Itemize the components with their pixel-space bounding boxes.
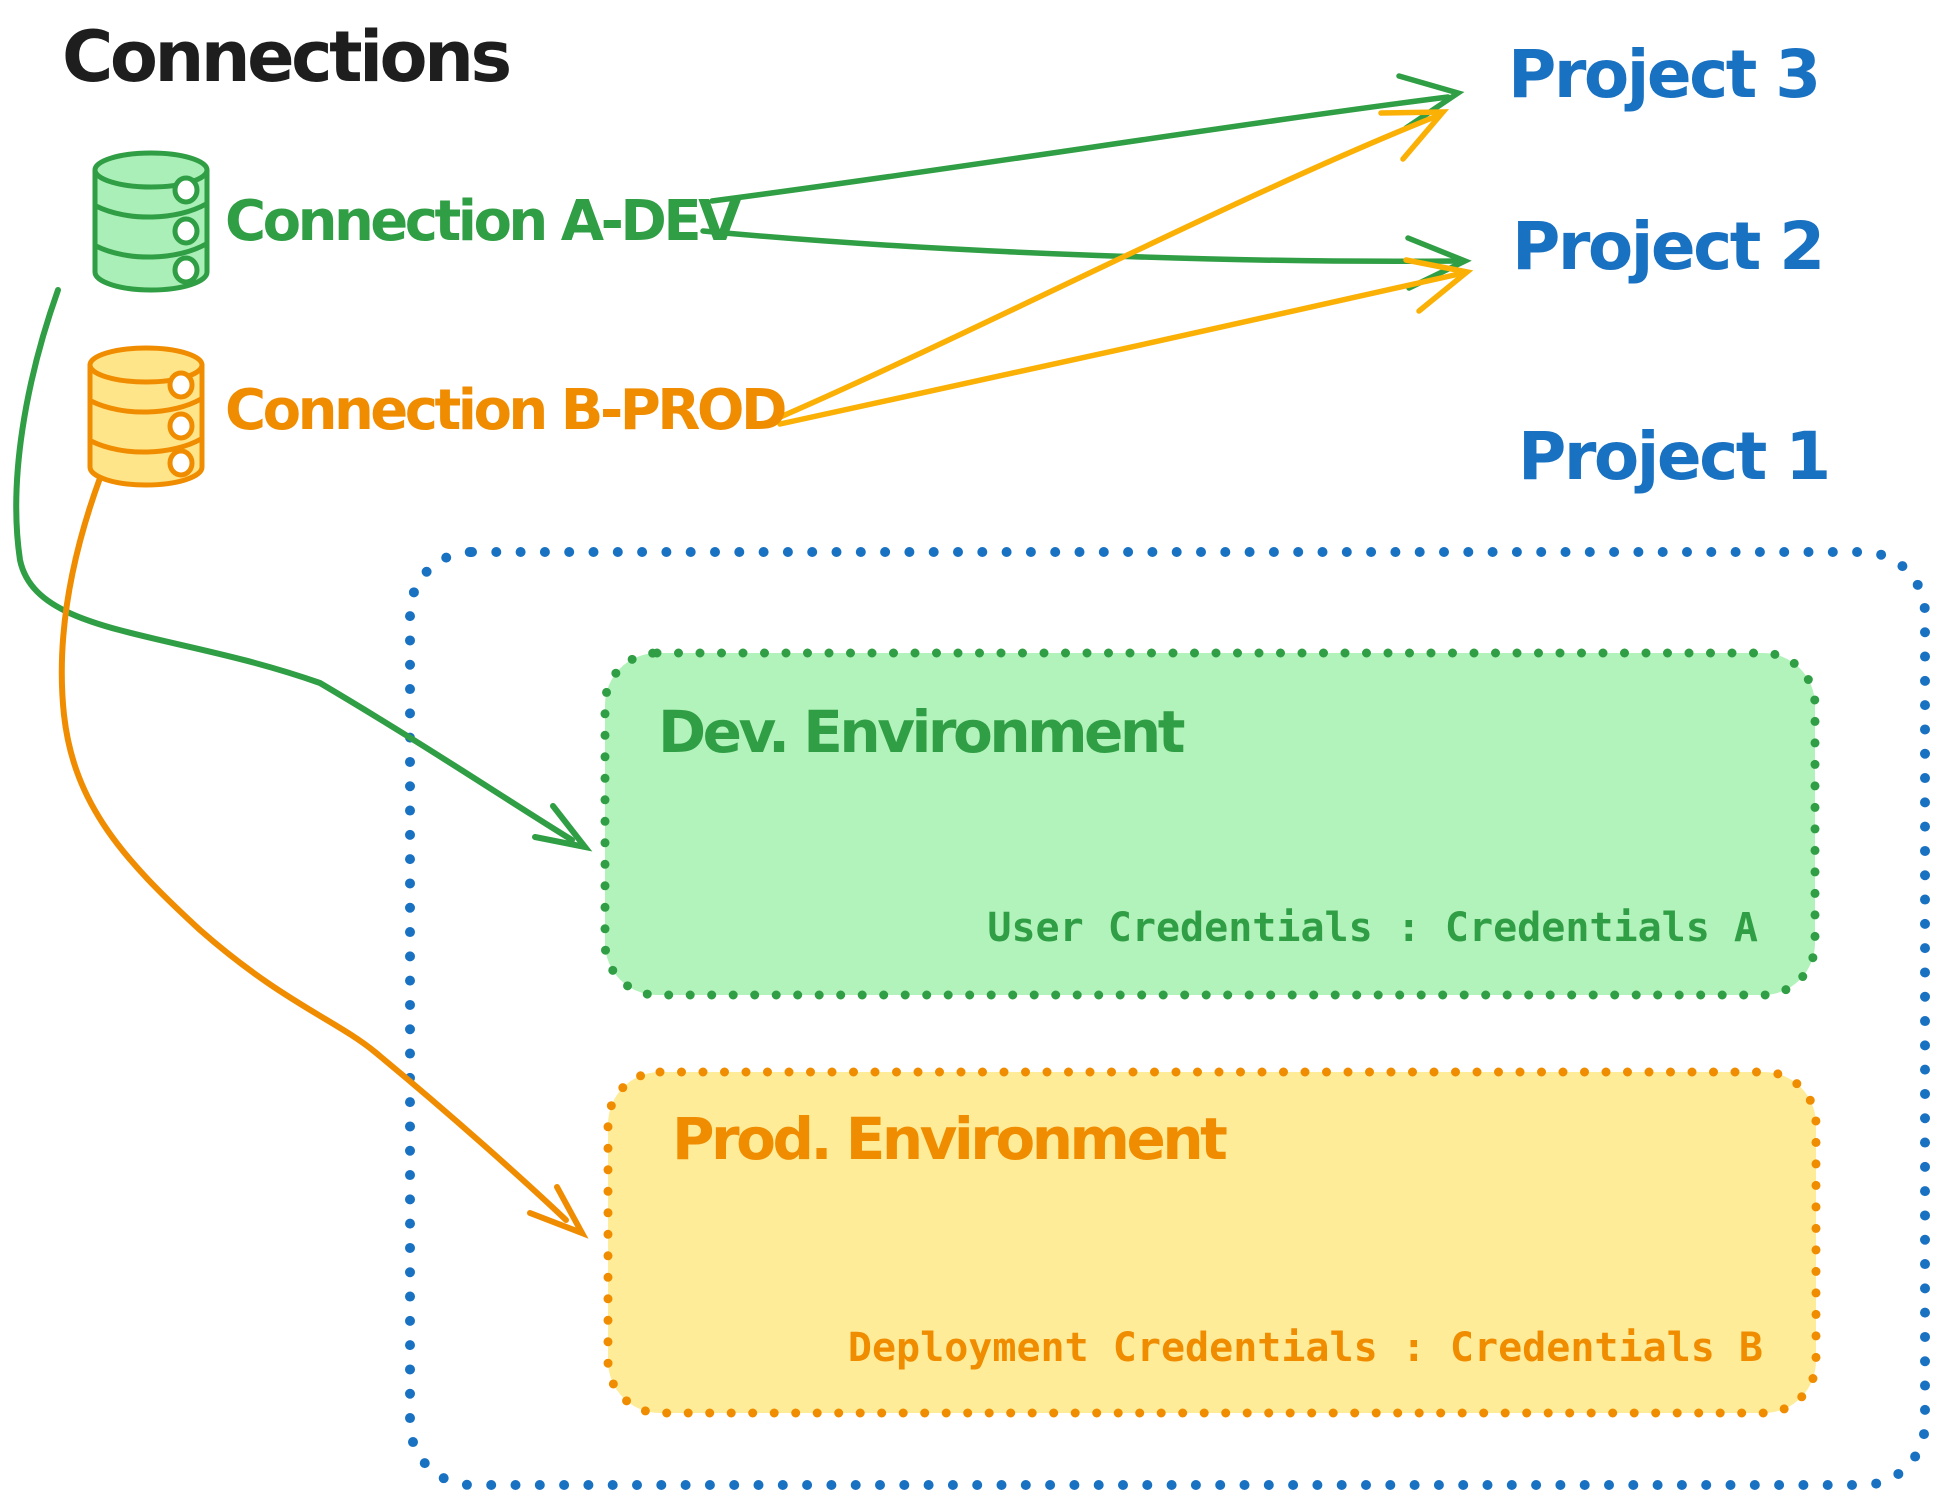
database-icon: [92, 150, 210, 293]
prod-credentials-text: Deployment Credentials : Credentials B: [847, 1325, 1763, 1371]
project-3-label: Project 3: [1508, 36, 1821, 113]
arrow-b-prod-to-project-2: [777, 257, 1474, 427]
page-title: Connections: [62, 16, 512, 98]
arrow-a-dev-to-project-3: [709, 73, 1465, 204]
prod-environment-label: Prod. Environment: [672, 1105, 1228, 1173]
arrow-a-dev-to-project-2: [700, 228, 1472, 291]
arrow-a-dev-to-dev-environment: [13, 287, 593, 852]
project-1-label: Project 1: [1518, 418, 1831, 495]
arrow-b-prod-to-prod-environment: [58, 475, 589, 1239]
arrow-b-prod-to-project-3: [775, 109, 1450, 421]
project-2-label: Project 2: [1512, 208, 1825, 285]
dev-environment-label: Dev. Environment: [658, 698, 1185, 766]
dev-credentials-text: User Credentials : Credentials A: [987, 905, 1758, 951]
dev-environment-box: [600, 648, 1820, 1000]
database-icon: [87, 345, 205, 488]
prod-environment-box: [603, 1067, 1821, 1418]
connection-a-dev-label: Connection A-DEV: [225, 189, 741, 254]
project-1-box: [405, 547, 1930, 1490]
connection-b-prod-label: Connection B-PROD: [225, 378, 787, 443]
